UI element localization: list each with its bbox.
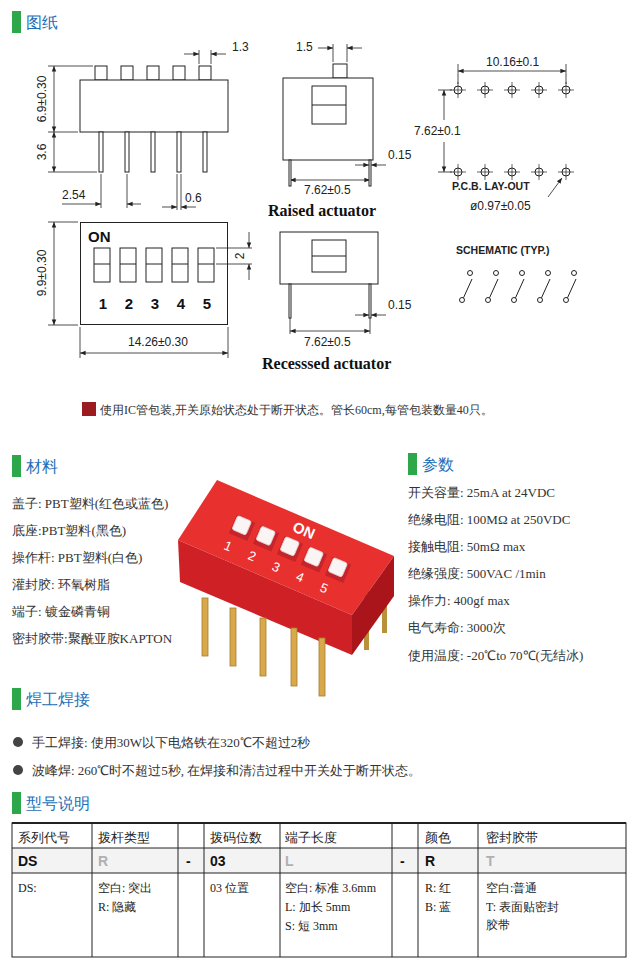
- section-heading: 型号说明: [26, 794, 90, 815]
- table-cell: S: 短 3mm: [285, 917, 338, 935]
- table-cell: 03: [210, 853, 226, 869]
- bullet-text: 手工焊接: 使用30W以下电烙铁在320℃不超过2秒: [32, 734, 310, 752]
- dimension: 1.5: [296, 40, 313, 54]
- section-heading: 材料: [26, 457, 58, 478]
- dimension-lines: [48, 44, 566, 358]
- top-view-windows: [94, 248, 214, 282]
- section-heading: 图纸: [26, 13, 58, 34]
- switch-photo: [178, 480, 394, 696]
- dimension: 0.15: [388, 148, 411, 162]
- table-cell: L: [285, 853, 294, 869]
- dimension: 1.3: [232, 40, 249, 54]
- table-cell: B: 蓝: [425, 898, 451, 916]
- table-cell: DS:: [18, 879, 37, 897]
- dimension: 0.6: [185, 191, 202, 205]
- note-mark: [82, 402, 96, 416]
- table-cell: R: 红: [425, 879, 451, 897]
- dimension: 7.62±0.5: [304, 335, 351, 349]
- table-cell: T: [486, 853, 495, 869]
- position-number: 4: [177, 296, 185, 313]
- spec-line: 电气寿命: 3000次: [408, 619, 506, 637]
- note-text: 使用IC管包装,开关原始状态处于断开状态。管长60cm,每管包装数量40只。: [100, 402, 493, 419]
- pcb-holes: [450, 82, 574, 180]
- dimension: 2: [233, 253, 247, 260]
- bullet-text: 波峰焊: 260℃时不超过5秒, 在焊接和清洁过程中开关处于断开状态。: [32, 762, 421, 780]
- table-cell: -: [186, 853, 191, 869]
- section-heading: 焊工焊接: [26, 690, 90, 711]
- spec-line: 操作力: 400gf max: [408, 592, 510, 610]
- dimension: 7.62±0.1: [414, 124, 461, 138]
- table-cell: DS: [18, 853, 37, 869]
- side-views: [280, 64, 378, 318]
- table-header: 拨码位数: [210, 829, 262, 847]
- position-number: 1: [99, 296, 107, 313]
- model-table: [12, 823, 626, 957]
- spec-line: 绝缘电阻: 100MΩ at 250VDC: [408, 511, 570, 529]
- dimension: 3.6: [35, 144, 49, 161]
- front-view: [80, 66, 228, 172]
- view-caption: Raised actuator: [268, 202, 376, 220]
- dimension: 0.15: [388, 298, 411, 312]
- position-number: 3: [151, 296, 159, 313]
- table-cell: 03 位置: [210, 879, 249, 897]
- material-line: 端子: 镀金磷青铜: [12, 603, 110, 621]
- dimension: ø0.97±0.05: [470, 199, 531, 213]
- material-line: 盖子: PBT塑料(红色或蓝色): [12, 495, 168, 513]
- section-heading: 参数: [422, 455, 454, 476]
- dimension: 2.54: [62, 188, 85, 202]
- table-header: 端子长度: [285, 829, 337, 847]
- on-marking: ON: [88, 229, 111, 246]
- material-line: 密封胶带:聚酰亚胺KAPTON: [12, 630, 172, 648]
- dimension: 7.62±0.5: [304, 183, 351, 197]
- position-number: 2: [125, 296, 133, 313]
- spec-line: 使用温度: -20℃to 70℃(无结冰): [408, 646, 583, 665]
- table-cell: R: [98, 853, 108, 869]
- table-cell: L: 加长 5mm: [285, 898, 350, 916]
- table-header: 密封胶带: [486, 829, 538, 847]
- table-cell: R: [425, 853, 435, 869]
- dimension: 14.26±0.30: [128, 335, 188, 349]
- position-number: 5: [203, 296, 211, 313]
- switch-schematic: [460, 271, 577, 303]
- view-caption: P.C.B. LAY-OUT: [452, 180, 530, 192]
- bullets: [13, 737, 23, 775]
- table-header: 拨杆类型: [98, 829, 150, 847]
- switch-top-view: ON 1 2 3 4 5: [80, 222, 228, 325]
- table-header: 颜色: [425, 829, 451, 847]
- table-cell: R: 隐藏: [98, 898, 136, 916]
- table-cell: 空白:普通: [486, 879, 537, 897]
- spec-line: 绝缘强度: 500VAC /1min: [408, 565, 546, 583]
- view-caption: SCHEMATIC (TYP.): [456, 244, 550, 256]
- material-line: 操作杆: PBT塑料(白色): [12, 549, 142, 567]
- table-cell: 空白: 标准 3.6mm: [285, 879, 376, 897]
- table-cell: 空白: 突出: [98, 879, 152, 897]
- table-header: 系列代号: [18, 829, 70, 847]
- dimension: 10.16±0.1: [486, 55, 539, 69]
- table-cell: -: [400, 853, 405, 869]
- table-cell: T: 表面贴密封 胶带: [486, 898, 581, 934]
- spec-line: 接触电阻: 50mΩ max: [408, 538, 525, 556]
- material-line: 底座:PBT塑料(黑色): [12, 522, 126, 540]
- dimension: 9.9±0.30: [35, 250, 49, 297]
- material-line: 灌封胶: 环氧树脂: [12, 576, 110, 594]
- dimension: 6.9±0.30: [35, 76, 49, 123]
- spec-line: 开关容量: 25mA at 24VDC: [408, 484, 555, 502]
- view-caption: Recesssed actuator: [262, 355, 391, 373]
